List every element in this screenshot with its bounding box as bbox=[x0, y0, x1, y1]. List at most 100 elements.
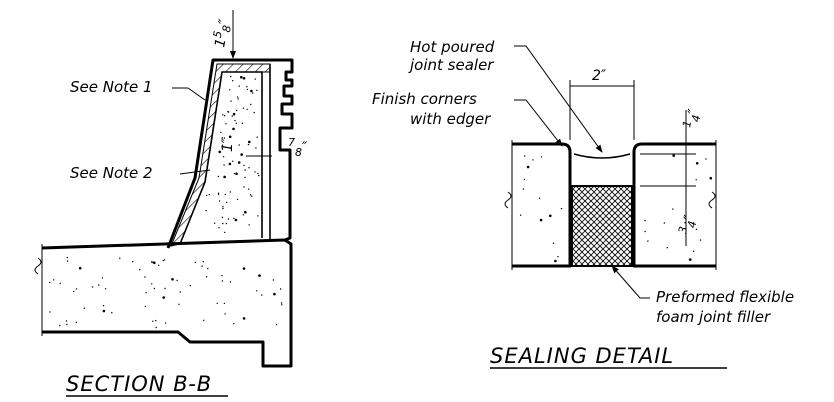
aggregate-dot bbox=[66, 323, 68, 326]
aggregate-dot bbox=[234, 218, 238, 222]
aggregate-dot bbox=[222, 156, 225, 158]
aggregate-dot bbox=[695, 228, 698, 230]
aggregate-dot bbox=[205, 210, 207, 212]
dim-top-text: 158″ bbox=[209, 17, 235, 49]
aggregate-dot bbox=[205, 276, 208, 278]
aggregate-dot bbox=[257, 172, 259, 175]
aggregate-dot bbox=[145, 292, 147, 294]
aggregate-dot bbox=[692, 250, 695, 252]
dim-width-text: 2″ bbox=[592, 68, 607, 84]
corners-leader bbox=[514, 99, 563, 147]
aggregate-dot bbox=[699, 239, 702, 241]
aggregate-dot bbox=[248, 167, 250, 169]
aggregate-dot bbox=[240, 75, 243, 79]
aggregate-dot bbox=[252, 92, 254, 94]
aggregate-dot bbox=[163, 259, 166, 261]
waterproof-band bbox=[170, 63, 271, 247]
aggregate-dot bbox=[213, 222, 216, 224]
aggregate-dot bbox=[222, 114, 224, 116]
aggregate-dot bbox=[243, 186, 245, 188]
aggregate-dot bbox=[237, 161, 241, 164]
aggregate-dot bbox=[179, 291, 181, 293]
aggregate-dot bbox=[233, 217, 235, 220]
slab-aggregate-sealing bbox=[520, 154, 713, 263]
aggregate-dot bbox=[232, 80, 234, 82]
aggregate-dot bbox=[155, 319, 157, 322]
aggregate-dot bbox=[223, 302, 226, 305]
aggregate-dot bbox=[554, 259, 557, 263]
aggregate-dot bbox=[151, 283, 153, 285]
aggregate-dot bbox=[232, 112, 236, 116]
barrier-aggregate bbox=[205, 75, 260, 234]
aggregate-dot bbox=[164, 287, 166, 290]
aggregate-dot bbox=[171, 278, 174, 281]
aggregate-dot bbox=[255, 147, 257, 149]
aggregate-dot bbox=[522, 188, 525, 190]
aggregate-dot bbox=[672, 208, 674, 210]
aggregate-dot bbox=[244, 210, 247, 214]
aggregate-dot bbox=[241, 122, 244, 125]
foam-filler bbox=[571, 185, 633, 267]
aggregate-dot bbox=[98, 284, 100, 286]
aggregate-dot bbox=[253, 111, 255, 114]
aggregate-dot bbox=[151, 260, 153, 263]
aggregate-dot bbox=[540, 156, 543, 158]
aggregate-dot bbox=[221, 275, 223, 277]
dim-inner-text: 1″ bbox=[220, 137, 236, 152]
aggregate-dot bbox=[280, 302, 283, 304]
aggregate-dot bbox=[223, 115, 226, 117]
aggregate-dot bbox=[231, 115, 233, 117]
aggregate-dot bbox=[242, 77, 246, 80]
aggregate-dot bbox=[217, 175, 220, 178]
dim-right-text: 78″ bbox=[288, 136, 308, 159]
aggregate-dot bbox=[647, 240, 649, 242]
aggregate-dot bbox=[111, 312, 113, 314]
barrier-outline bbox=[166, 58, 294, 249]
sealer-label-line1: Hot poured bbox=[410, 38, 495, 56]
aggregate-dot bbox=[178, 303, 180, 305]
aggregate-dot bbox=[221, 216, 224, 218]
aggregate-dot bbox=[229, 281, 232, 283]
barrier-core bbox=[179, 71, 263, 245]
aggregate-dot bbox=[152, 320, 154, 322]
aggregate-dot bbox=[233, 172, 236, 175]
aggregate-dot bbox=[216, 302, 218, 304]
aggregate-dot bbox=[238, 85, 240, 87]
aggregate-dot bbox=[258, 274, 261, 277]
aggregate-dot bbox=[644, 230, 646, 233]
aggregate-dot bbox=[144, 276, 146, 278]
aggregate-dot bbox=[238, 144, 240, 146]
aggregate-dot bbox=[102, 305, 105, 307]
aggregate-dot bbox=[176, 279, 178, 282]
aggregate-dot bbox=[229, 89, 231, 91]
sealer-leader bbox=[514, 45, 603, 153]
break-symbol-right bbox=[708, 191, 716, 209]
sealer-label-line2: joint sealer bbox=[408, 56, 494, 74]
aggregate-dot bbox=[232, 160, 234, 162]
aggregate-dot bbox=[250, 103, 252, 106]
slab-aggregate bbox=[49, 256, 283, 329]
aggregate-dot bbox=[59, 282, 61, 284]
aggregate-dot bbox=[244, 176, 246, 179]
aggregate-dot bbox=[242, 267, 246, 270]
sealing-detail: 2″ 14″ 34″ Hot poured joint sealer Finis… bbox=[372, 38, 794, 369]
aggregate-dot bbox=[258, 174, 260, 177]
aggregate-dot bbox=[206, 194, 208, 197]
aggregate-dot bbox=[236, 96, 239, 98]
aggregate-dot bbox=[242, 317, 246, 320]
aggregate-dot bbox=[83, 307, 86, 309]
aggregate-dot bbox=[538, 197, 541, 199]
aggregate-dot bbox=[119, 257, 121, 259]
aggregate-dot bbox=[236, 198, 239, 201]
aggregate-dot bbox=[189, 285, 191, 287]
left-slab bbox=[512, 142, 572, 268]
aggregate-dot bbox=[242, 107, 245, 109]
aggregate-dot bbox=[222, 207, 224, 210]
aggregate-dot bbox=[236, 109, 238, 112]
aggregate-dot bbox=[155, 326, 157, 329]
aggregate-dot bbox=[65, 320, 68, 322]
filler-label-line1: Preformed flexible bbox=[656, 288, 794, 306]
aggregate-dot bbox=[532, 159, 534, 161]
slab-break-symbol bbox=[34, 257, 42, 275]
aggregate-dot bbox=[526, 165, 530, 169]
